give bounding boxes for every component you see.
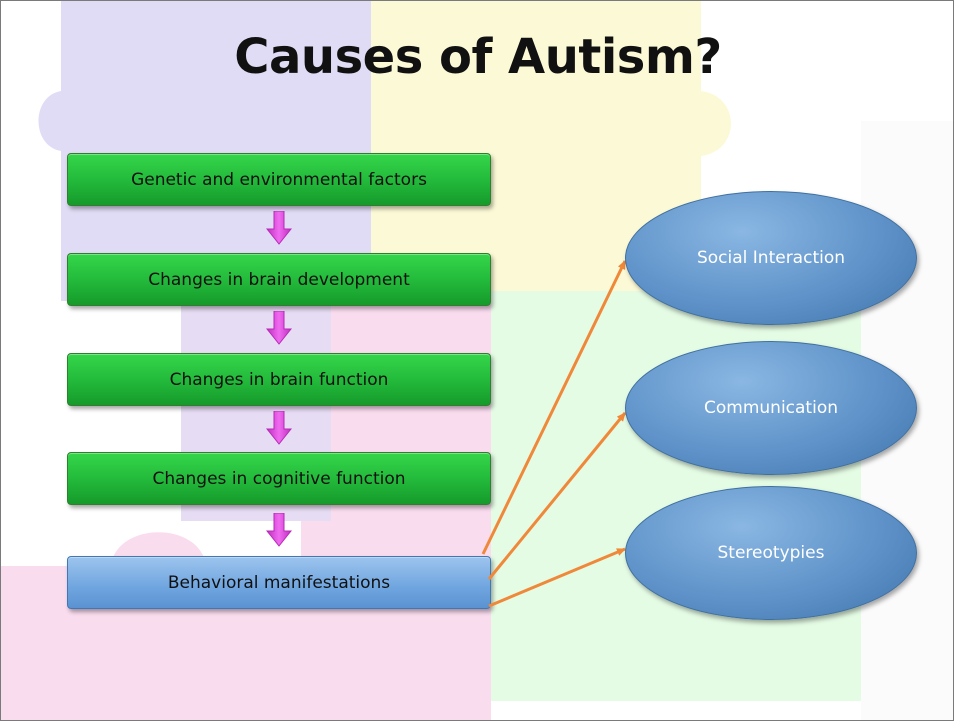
slide-title: Causes of Autism? — [234, 29, 722, 85]
down-arrow-icon — [266, 211, 292, 245]
outcome-communication: Communication — [625, 341, 917, 475]
outcome-stereotypies: Stereotypies — [625, 486, 917, 620]
down-arrow-icon — [266, 513, 292, 547]
outcome-social-interaction: Social Interaction — [625, 191, 917, 325]
down-arrow-icon — [266, 311, 292, 345]
step-brain-function: Changes in brain function — [67, 353, 491, 406]
step-cognitive-function: Changes in cognitive function — [67, 452, 491, 505]
step-behavioral-manifestations: Behavioral manifestations — [67, 556, 491, 609]
step-genetic-environmental-factors: Genetic and environmental factors — [67, 153, 491, 206]
step-brain-development: Changes in brain development — [67, 253, 491, 306]
down-arrow-icon — [266, 411, 292, 445]
